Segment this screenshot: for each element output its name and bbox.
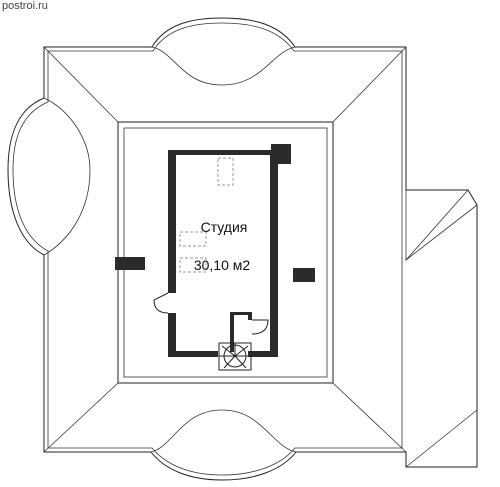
spiral-stair — [218, 342, 252, 371]
roof-outline — [7, 17, 478, 481]
site-watermark: postroi.ru — [2, 0, 48, 12]
attic-floor-outline — [117, 121, 334, 384]
dashed-fixtures — [179, 157, 234, 273]
room-name-label: Студия — [200, 219, 248, 235]
chimney-left — [115, 257, 145, 270]
studio-walls — [115, 144, 315, 357]
chimney-right — [293, 268, 315, 282]
door-swings — [153, 292, 269, 335]
roof-hips — [43, 46, 478, 453]
room-area-label: 30,10 м2 — [193, 257, 251, 273]
